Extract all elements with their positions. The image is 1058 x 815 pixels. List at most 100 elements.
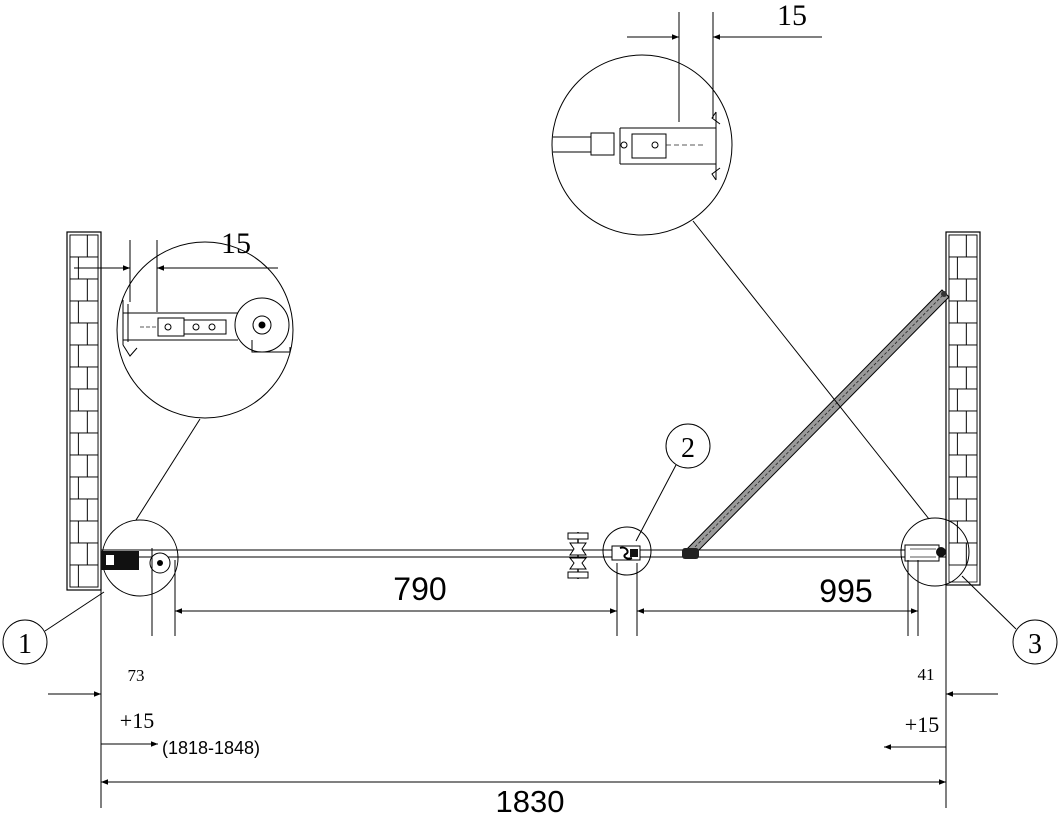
- dim-790-label: 790: [393, 571, 446, 607]
- open-door-leaf: [682, 289, 950, 559]
- brick: [77, 388, 99, 412]
- screw-d: [620, 141, 628, 149]
- screw-c: [208, 323, 216, 331]
- seal-clamp: [590, 132, 615, 156]
- brick: [86, 454, 99, 478]
- dim-1830-label: 1830: [496, 784, 565, 815]
- brick: [69, 366, 88, 390]
- detail-3-marker: [900, 517, 970, 587]
- brick: [948, 476, 958, 500]
- magnetic-seal: [619, 546, 633, 560]
- roller-axle: [157, 560, 163, 566]
- door-pivot-top: [941, 291, 947, 297]
- brick: [69, 300, 79, 324]
- brick: [77, 432, 99, 456]
- brick: [69, 564, 79, 588]
- leader-callout-3: [961, 575, 1017, 630]
- brick: [948, 234, 967, 258]
- brick: [948, 432, 958, 456]
- brick: [69, 344, 79, 368]
- brick: [77, 476, 99, 500]
- brick: [69, 322, 88, 346]
- dim-adjust-left: +15 (1818-1848): [101, 708, 260, 758]
- brick: [86, 234, 99, 258]
- roller-bracket: [251, 340, 291, 353]
- detail-3-circle: [900, 517, 970, 587]
- screw-a: [164, 323, 172, 331]
- handle-grip-top: [569, 542, 587, 556]
- dim-range-label: (1818-1848): [162, 738, 260, 758]
- brick: [965, 234, 978, 258]
- seal-block: [630, 549, 638, 557]
- roller-center: [258, 321, 266, 329]
- dim-offset-right: 41: [918, 665, 998, 697]
- channel-foot: [122, 344, 138, 357]
- brick: [956, 300, 978, 324]
- leader-callout-1: [44, 591, 105, 632]
- detail-left-enlarged: [116, 241, 294, 419]
- detail-top-circle: [551, 54, 733, 236]
- callout-1-circle: [2, 619, 48, 665]
- brick: [948, 498, 967, 522]
- brick: [69, 432, 79, 456]
- brick: [69, 542, 88, 566]
- clamp-plate: [183, 319, 227, 335]
- brick: [77, 300, 99, 324]
- callout-2-label: 2: [681, 433, 695, 464]
- callout-3-circle: [1012, 619, 1058, 665]
- brick: [86, 366, 99, 390]
- brick: [86, 278, 99, 302]
- brick: [69, 410, 88, 434]
- dim-790: 790: [151, 548, 638, 636]
- callout-2: 2: [665, 423, 711, 469]
- clamp-slot: [106, 555, 114, 565]
- brick: [77, 520, 99, 544]
- callout-1: 1: [2, 619, 48, 665]
- brick: [948, 542, 967, 566]
- brick: [69, 388, 79, 412]
- fixed-glass-panel: [101, 549, 946, 558]
- handle-cap-bottom: [567, 571, 589, 579]
- brick: [948, 388, 958, 412]
- detail-1-marker: [101, 519, 179, 597]
- brick: [965, 454, 978, 478]
- hinge-pin: [936, 547, 946, 557]
- handle-grip-bottom: [568, 557, 588, 570]
- door-handle: [567, 532, 589, 579]
- brick: [948, 366, 967, 390]
- handle-cap-top: [567, 532, 589, 540]
- brick: [69, 278, 88, 302]
- dim-995-label: 995: [819, 573, 872, 609]
- brick: [948, 410, 967, 434]
- callout-2-circle: [665, 423, 711, 469]
- screw-b: [192, 323, 200, 331]
- brick: [965, 278, 978, 302]
- dim-plus15-left-label: +15: [120, 708, 154, 733]
- brick: [956, 388, 978, 412]
- dim-total: 1830: [100, 585, 947, 815]
- leader-left-detail: [135, 418, 201, 521]
- leader-top-detail: [692, 220, 930, 520]
- brick: [69, 498, 88, 522]
- brick: [86, 542, 99, 566]
- brick: [956, 432, 978, 456]
- brick: [69, 476, 79, 500]
- dim-left-15-label: 15: [221, 227, 251, 260]
- brick: [965, 542, 978, 566]
- dim-offset-left: 73: [48, 666, 145, 697]
- callout-3: 3: [1012, 619, 1058, 665]
- brick: [948, 300, 958, 324]
- brick: [69, 520, 79, 544]
- callout-1-label: 1: [18, 629, 32, 660]
- dim-plus15-right-label: +15: [905, 712, 939, 737]
- brick: [86, 410, 99, 434]
- brick: [69, 234, 88, 258]
- dim-adjust-right: +15: [884, 712, 946, 750]
- screw-e: [651, 141, 659, 149]
- brick: [948, 454, 967, 478]
- dim-top-15-label: 15: [777, 0, 807, 32]
- dim-top-15: 15: [627, 0, 822, 122]
- brick: [965, 498, 978, 522]
